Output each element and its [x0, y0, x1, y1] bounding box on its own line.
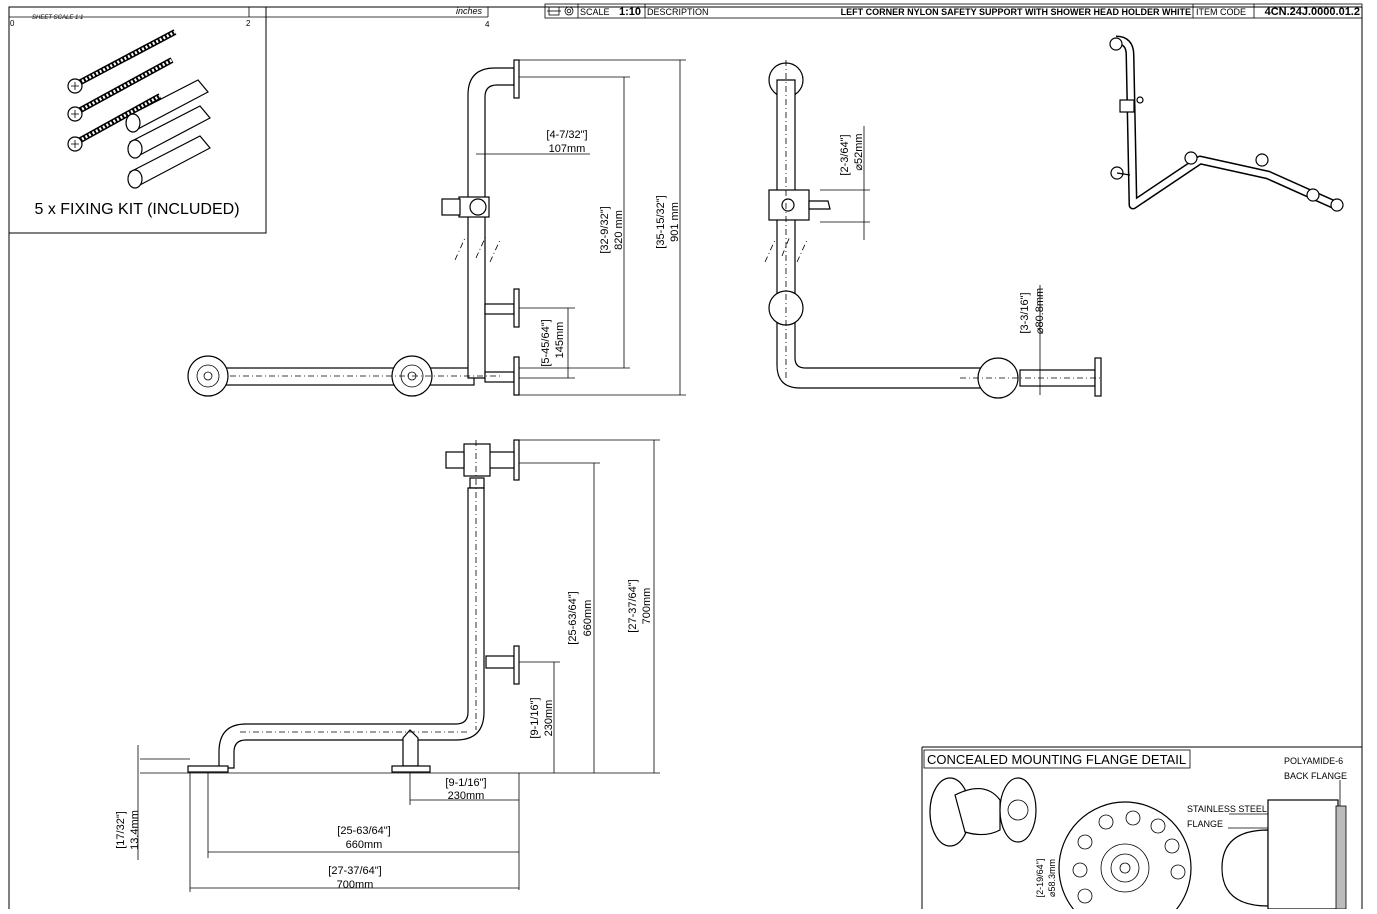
ruler-tick-4: 4 [485, 20, 490, 29]
dim-total-in: [35-15/32"] [655, 195, 667, 248]
wall-plug-icon [127, 105, 211, 159]
polyamide-label-1: POLYAMIDE-6 [1284, 756, 1343, 766]
description-value: LEFT CORNER NYLON SAFETY SUPPORT WITH SH… [841, 7, 1191, 17]
flange-detail-panel: CONCEALED MOUNTING FLANGE DETAIL [921, 746, 1362, 914]
screw-icon [67, 93, 162, 152]
dim-dia-mm: ⌀52mm [853, 133, 865, 170]
dim-foot-in: [9-1/16"] [445, 777, 486, 789]
flange-dim-mm: ⌀58.3mm [1047, 859, 1057, 897]
flange-front-icon [1058, 801, 1192, 914]
dim-w2-mm: 700mm [337, 879, 374, 891]
scale-label: SCALE [580, 7, 610, 17]
steel-label-1: STAINLESS STEEL [1187, 804, 1267, 814]
projection-symbol-icon [547, 6, 574, 16]
front-view: [4-7/32"] 107mm [32-9/32"] 820 mm [35-15… [187, 59, 686, 397]
dim-thk-in: [17/32"] [115, 811, 127, 849]
flange-section-icon [1221, 780, 1347, 910]
dim-flange-in: [3-3/16"] [1019, 292, 1031, 333]
isometric-view [1109, 35, 1344, 212]
fixing-kit-panel: 5 x FIXING KIT (INCLUDED) [8, 6, 267, 234]
dim-h2-in: [27-37/64"] [627, 579, 639, 632]
dim-v-mm: 230mm [543, 700, 555, 737]
fixing-kit-caption: 5 x FIXING KIT (INCLUDED) [34, 201, 239, 218]
flange-detail-title: CONCEALED MOUNTING FLANGE DETAIL [927, 752, 1186, 767]
dim-offset-mm: 107mm [549, 143, 586, 155]
sheet-scale-label: SHEET SCALE 1:1 [32, 15, 83, 21]
dim-w2-in: [27-37/64"] [328, 865, 381, 877]
dim-h1-mm: 660mm [582, 600, 594, 637]
dim-h1-in: [25-63/64"] [567, 591, 579, 644]
flange-3d-icon [929, 777, 1037, 847]
screw-icon [67, 29, 177, 94]
flange-rosette-icon [187, 355, 229, 397]
scale-ruler: 0 SHEET SCALE 1:1 2 inches 4 [8, 6, 490, 29]
item-code-value: 4CN.24J.0000.01.2 [1265, 6, 1360, 18]
top-view: [25-63/64"] 660mm [27-37/64"] 700mm [9-1… [115, 439, 660, 892]
dim-offset-in: [4-7/32"] [546, 129, 587, 141]
description-label: DESCRIPTION [647, 7, 709, 17]
dim-w1-mm: 660mm [346, 839, 383, 851]
dim-dia-in: [2-3/64"] [839, 134, 851, 175]
polyamide-label-2: BACK FLANGE [1284, 771, 1347, 781]
scale-value: 1:10 [619, 6, 641, 18]
wall-plug-icon [125, 79, 209, 133]
screw-icon [67, 57, 174, 122]
dim-foot-mm: 230mm [448, 790, 485, 802]
ruler-tick-0: 0 [10, 19, 15, 28]
wall-plug-icon [127, 135, 211, 189]
dim-total-mm: 901 mm [669, 202, 681, 242]
steel-label-2: FLANGE [1187, 819, 1223, 829]
dim-lower-mm: 145mm [554, 322, 566, 359]
title-block: SCALE 1:10 DESCRIPTION LEFT CORNER NYLON… [544, 3, 1363, 19]
dim-height-in: [32-9/32"] [599, 206, 611, 253]
dim-height-mm: 820 mm [613, 210, 625, 250]
dim-lower-in: [5-45/64"] [540, 319, 552, 366]
ruler-unit: inches [456, 6, 483, 16]
ruler-tick-2: 2 [246, 19, 251, 28]
dim-h2-mm: 700mm [641, 588, 653, 625]
flange-dim-in: [2-19/64"] [1035, 859, 1045, 898]
dim-flange-mm: ⌀80.8mm [1034, 288, 1046, 334]
dim-v-in: [9-1/16"] [529, 697, 541, 738]
dim-thk-mm: 13.4mm [129, 810, 141, 850]
dim-w1-in: [25-63/64"] [337, 825, 390, 837]
side-view: [2-3/64"] ⌀52mm [3-3/16"] ⌀80.8mm [764, 60, 1102, 399]
item-code-label: ITEM CODE [1196, 7, 1246, 17]
